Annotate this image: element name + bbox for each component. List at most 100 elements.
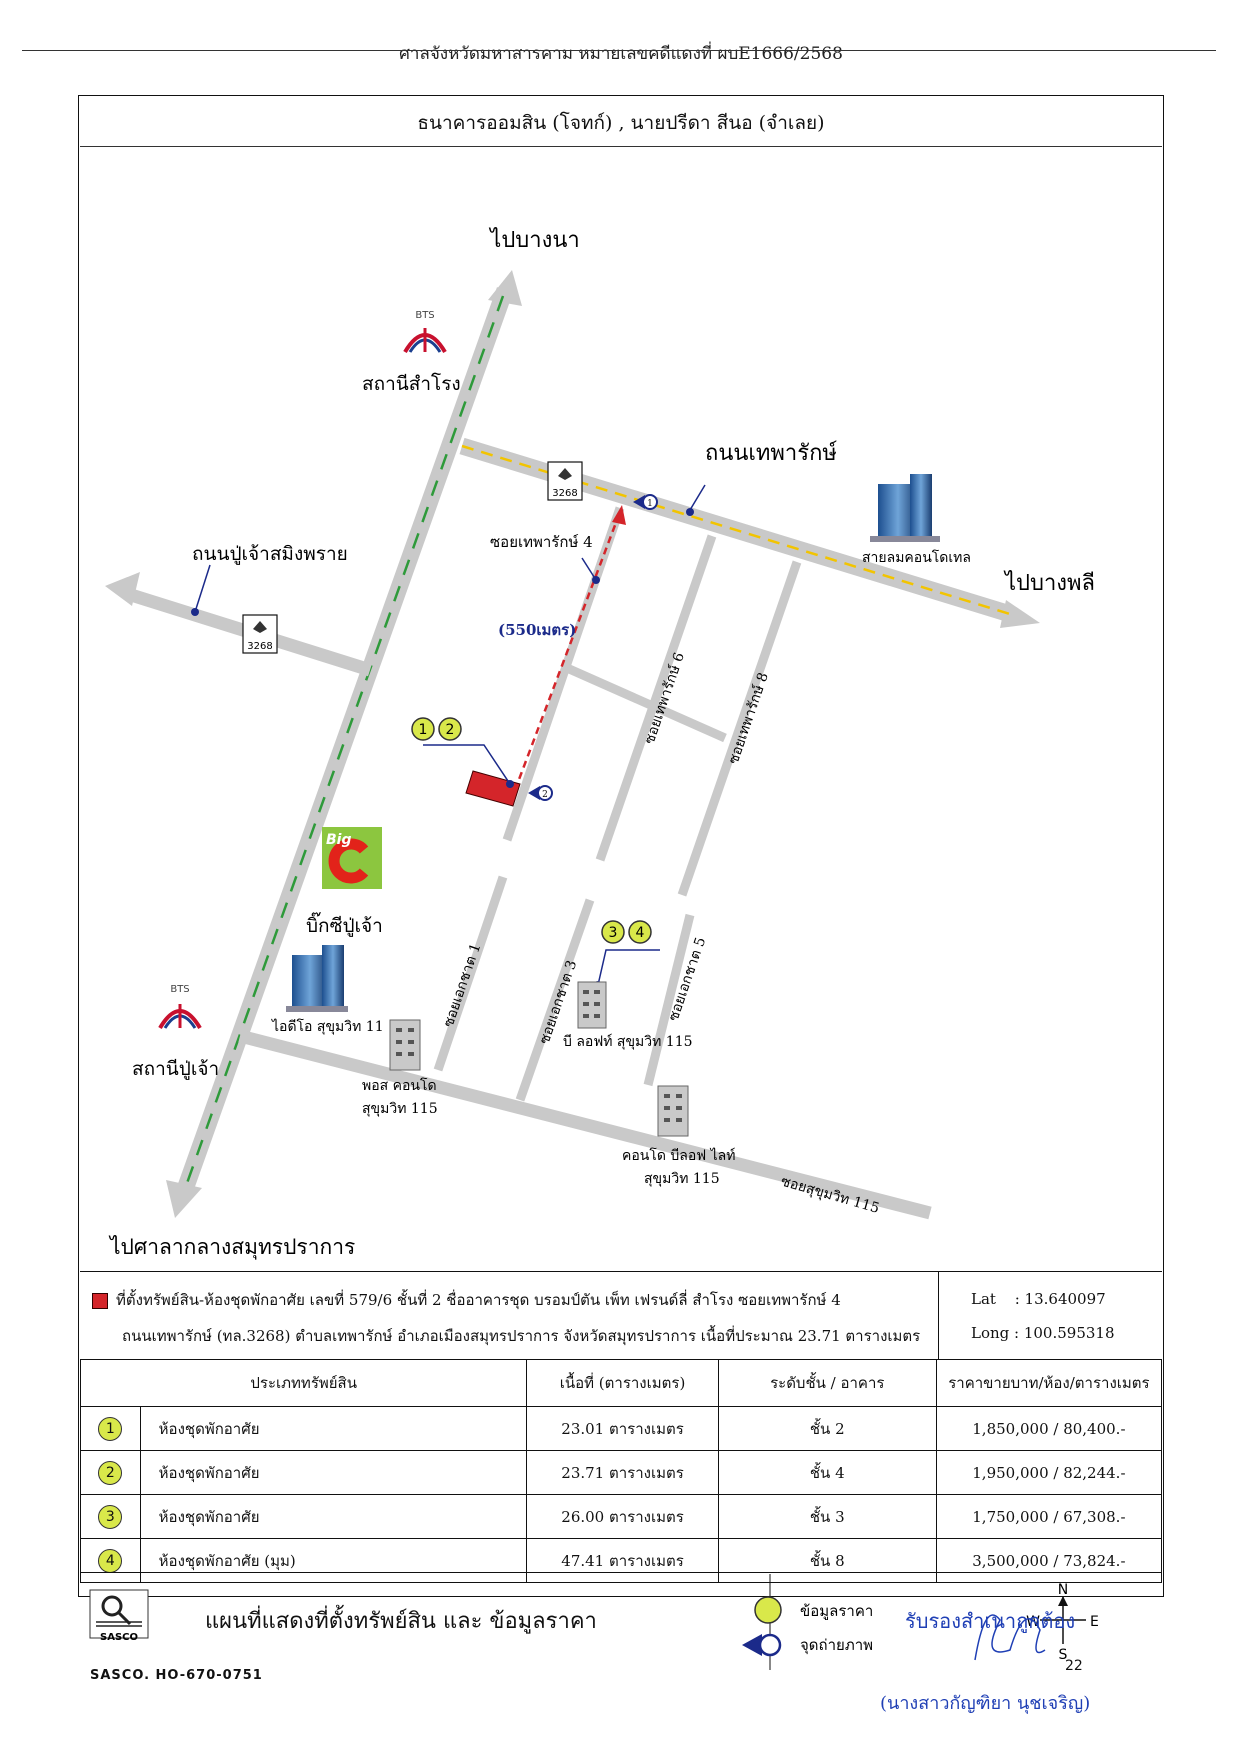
long-label: Long : 100.595318 bbox=[971, 1324, 1115, 1342]
label-sailom-condo: สายลมคอนโดเทล bbox=[862, 549, 971, 566]
title-rule bbox=[80, 146, 1162, 147]
photo-point-2-label: 2 bbox=[542, 790, 548, 800]
certify-stamp: รับรองสำเนาถูกต้อง bbox=[905, 1609, 1076, 1633]
leader-property bbox=[423, 744, 511, 785]
legend-price-label: ข้อมูลราคา bbox=[800, 1602, 873, 1620]
marker-4-icon: 4 bbox=[628, 920, 652, 944]
court-case-header: ศาลจังหวัดมหาสารคาม หมายเลขคดีแดงที่ ผบE… bbox=[399, 44, 843, 64]
soi-ekachat3-road bbox=[515, 898, 595, 1102]
header-type: ประเภททรัพย์สิน bbox=[79, 1359, 528, 1407]
label-ideo: ไอดีโอ สุขุมวิท 11 bbox=[271, 1018, 384, 1035]
soi-theparak8-road bbox=[677, 560, 802, 897]
soi-connector bbox=[565, 663, 727, 743]
signature-icon bbox=[974, 1614, 1046, 1661]
row-marker-icon: 4 bbox=[98, 1548, 123, 1573]
label-to-court: ไปศาลากลางสมุทรปราการ bbox=[108, 1235, 355, 1260]
soi-sukhumvit115-road bbox=[238, 1029, 932, 1220]
route-3268-sign-top-icon: 3268 bbox=[547, 461, 583, 501]
row-price: 1,950,000 / 82,244.- bbox=[935, 1450, 1163, 1495]
price-table: ประเภททรัพย์สิน เนื้อที่ (ตารางเมตร) ระด… bbox=[79, 1359, 1163, 1583]
map-title: ธนาคารออมสิน (โจทก์) , นายปรีดา สีนอ (จำ… bbox=[417, 112, 825, 134]
row-floor: ชั้น 3 bbox=[717, 1494, 937, 1539]
header-price: ราคาขายบาท/ห้อง/ตารางเมตร bbox=[935, 1359, 1163, 1407]
row-area: 23.01 ตารางเมตร bbox=[526, 1406, 719, 1451]
label-bloft-lite-1: คอนโด บีลอฟ ไลท์ bbox=[622, 1147, 736, 1164]
compass-w-label: W bbox=[1026, 1614, 1040, 1630]
property-info-line1: ที่ตั้งทรัพย์สิน-ห้องชุดพักอาศัย เลขที่ … bbox=[116, 1291, 841, 1309]
leader-bloft bbox=[597, 949, 660, 986]
soi-ekachat1-road bbox=[433, 875, 508, 1072]
label-bloft: บี ลอฟท์ สุขุมวิท 115 bbox=[563, 1033, 693, 1050]
row-floor: ชั้น 2 bbox=[717, 1406, 937, 1451]
arrow-to-pujao-icon bbox=[105, 572, 140, 606]
row-type: ห้องชุดพักอาศัย bbox=[139, 1494, 528, 1539]
signer-name: (นางสาวกัญฑิยา นุชเจริญ) bbox=[880, 1693, 1091, 1714]
label-station-pujao: สถานีปู่เจ้า bbox=[132, 1058, 219, 1080]
row-floor: ชั้น 8 bbox=[717, 1538, 937, 1583]
compass-icon: N S W E bbox=[1026, 1582, 1099, 1663]
soi-theparak4-road bbox=[502, 506, 625, 842]
label-theparak-road: ถนนเทพารักษ์ bbox=[705, 441, 837, 466]
reference-code: SASCO. HO-670-0751 bbox=[90, 1668, 263, 1683]
legend-photo-icon bbox=[742, 1633, 782, 1657]
row-type: ห้องชุดพักอาศัย bbox=[139, 1406, 528, 1451]
route-3268-left-label: 3268 bbox=[247, 641, 272, 652]
plus-condo-building-icon bbox=[389, 1019, 421, 1071]
row-price: 1,850,000 / 80,400.- bbox=[935, 1406, 1163, 1451]
arrow-to-bangna-icon bbox=[488, 270, 522, 306]
property-legend-icon bbox=[92, 1293, 108, 1309]
footer-rule bbox=[80, 1572, 1162, 1573]
table-row: 1 ห้องชุดพักอาศัย 23.01 ตารางเมตร ชั้น 2… bbox=[80, 1406, 1163, 1451]
photo-point-1-icon: 1 bbox=[633, 494, 658, 510]
row-price: 1,750,000 / 67,308.- bbox=[935, 1494, 1163, 1539]
label-plus-condo-2: สุขุมวิท 115 bbox=[362, 1101, 438, 1117]
pujao-road bbox=[105, 572, 372, 677]
property-info-line2: ถนนเทพารักษ์ (ทล.3268) ตำบลเทพารักษ์ อำเ… bbox=[122, 1327, 921, 1345]
bts-pujao-label: BTS bbox=[170, 984, 189, 995]
row-marker-icon: 1 bbox=[98, 1416, 123, 1441]
sailom-condo-building-icon bbox=[870, 474, 940, 542]
row-marker-icon: 2 bbox=[98, 1460, 123, 1485]
label-soi-ekachat1: ซอยเอกชาต 1 bbox=[441, 941, 485, 1029]
bts-samrong-label: BTS bbox=[415, 310, 434, 321]
ideo-building-icon bbox=[286, 945, 348, 1012]
marker-4-label: 4 bbox=[636, 925, 645, 941]
marker-2-label: 2 bbox=[446, 722, 455, 738]
legend-photo-label: จุดถ่ายภาพ bbox=[800, 1636, 873, 1655]
photo-point-1-label: 1 bbox=[647, 499, 653, 509]
row-floor: ชั้น 4 bbox=[717, 1450, 937, 1495]
route-arrow-icon bbox=[612, 505, 626, 525]
photo-point-2-icon: 2 bbox=[528, 785, 553, 801]
row-type: ห้องชุดพักอาศัย (มุม) bbox=[139, 1538, 528, 1583]
lat-value: : 13.640097 bbox=[1014, 1290, 1106, 1308]
lat-label: Lat bbox=[971, 1290, 996, 1308]
compass-e-label: E bbox=[1090, 1614, 1099, 1630]
coordinates: Lat : 13.640097 Long : 100.595318 bbox=[938, 1271, 1162, 1359]
compass-s-label: S bbox=[1059, 1647, 1068, 1663]
sasco-logo-label: SASCO bbox=[100, 1632, 138, 1643]
main-diagonal-road bbox=[166, 270, 522, 1218]
label-pujao-road: ถนนปู่เจ้าสมิงพราย bbox=[192, 543, 348, 565]
marker-1-icon: 1 bbox=[411, 717, 435, 741]
marker-2-icon: 2 bbox=[438, 717, 462, 741]
page-number: 22 bbox=[1065, 1658, 1083, 1674]
route-line bbox=[513, 511, 622, 791]
leader-theparak bbox=[689, 484, 706, 511]
bts-pujao-icon: BTS bbox=[158, 984, 202, 1030]
label-to-bangphli: ไปบางพลี bbox=[1003, 570, 1095, 596]
bloft-building-icon bbox=[577, 981, 607, 1029]
label-distance: (550เมตร) bbox=[498, 621, 576, 639]
table-row: 2 ห้องชุดพักอาศัย 23.71 ตารางเมตร ชั้น 4… bbox=[80, 1450, 1163, 1495]
property-location-icon bbox=[465, 770, 521, 807]
leader-soi4 bbox=[581, 557, 597, 581]
table-row: 4 ห้องชุดพักอาศัย (มุม) 47.41 ตารางเมตร … bbox=[80, 1538, 1163, 1583]
location-map: 2 1 1 2 3 4 3268 3268 BT bbox=[105, 227, 1095, 1260]
row-area: 26.00 ตารางเมตร bbox=[526, 1494, 719, 1539]
bigc-logo-icon: Big bbox=[322, 827, 382, 889]
row-marker-icon: 3 bbox=[98, 1504, 123, 1529]
row-area: 23.71 ตารางเมตร bbox=[526, 1450, 719, 1495]
footer-legend: SASCO ข้อมูลราคา จุดถ่ายภาพ N S W E bbox=[89, 1574, 1099, 1670]
property-info: ที่ตั้งทรัพย์สิน-ห้องชุดพักอาศัย เลขที่ … bbox=[80, 1271, 938, 1359]
marker-3-icon: 3 bbox=[601, 920, 625, 944]
soi-theparak6-road bbox=[595, 534, 717, 862]
